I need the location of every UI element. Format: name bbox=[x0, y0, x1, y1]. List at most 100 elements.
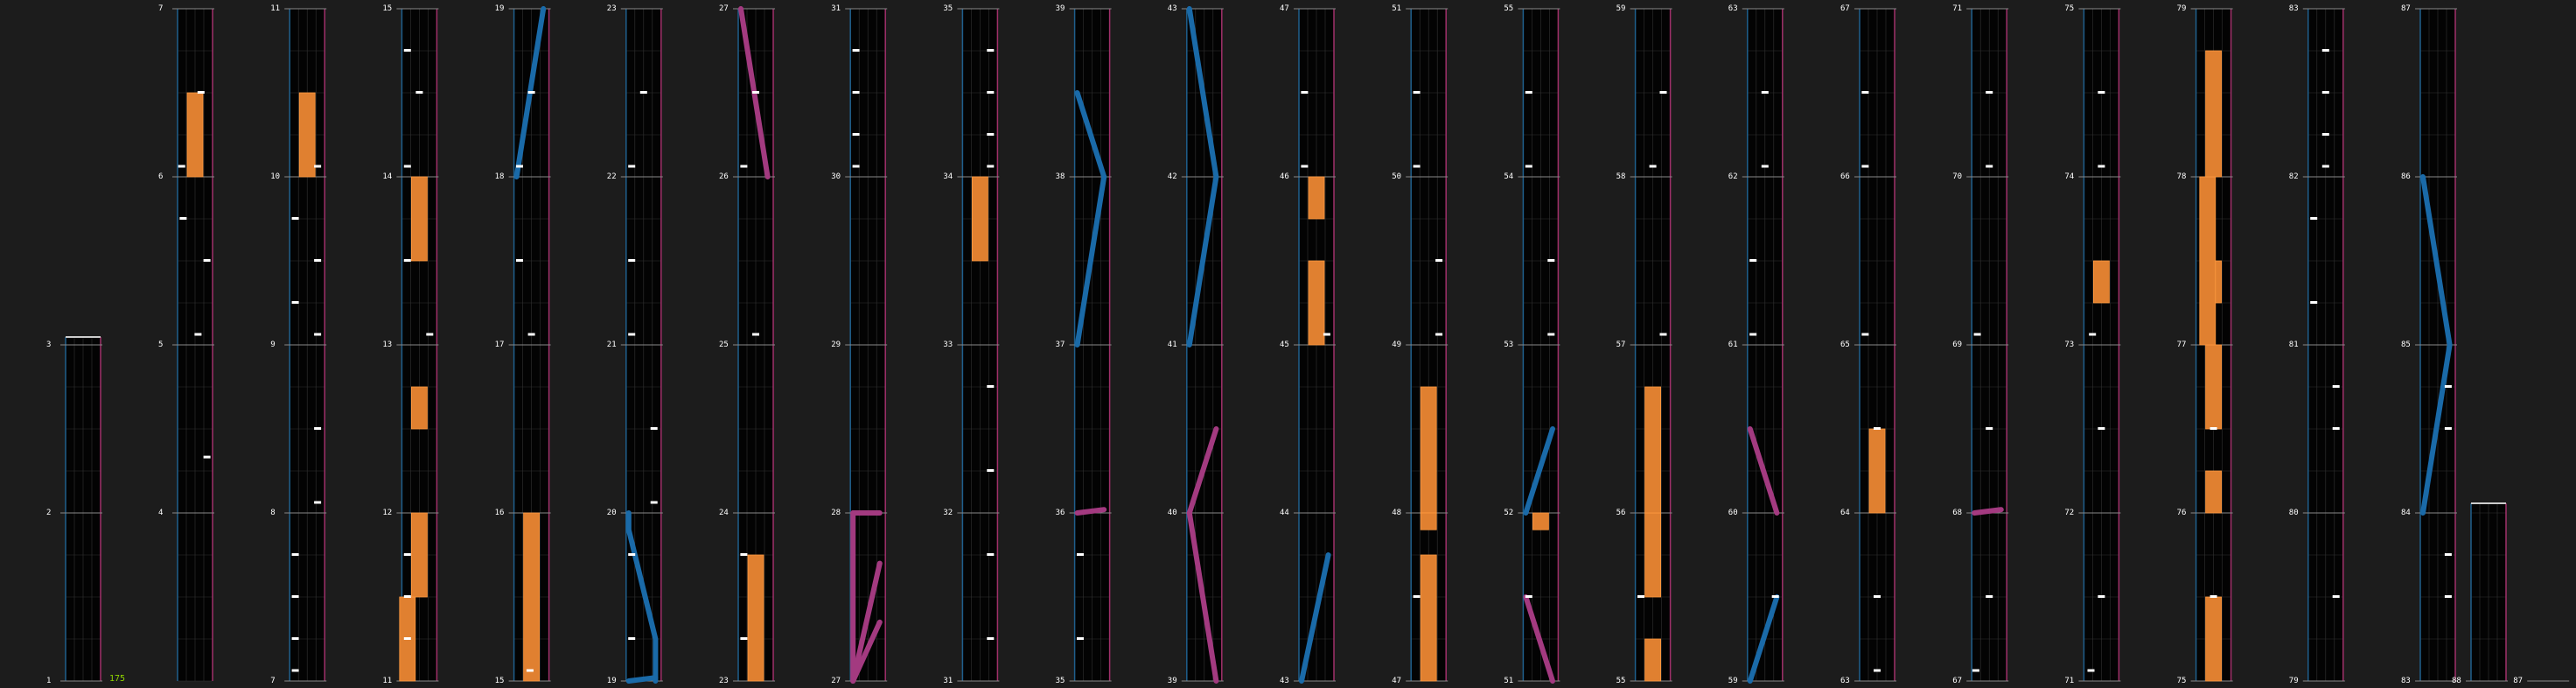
tap-note bbox=[179, 217, 187, 220]
tap-note bbox=[516, 259, 523, 262]
slide-path bbox=[625, 510, 659, 684]
measure-number: 35 bbox=[943, 4, 953, 13]
measure-number: 61 bbox=[1728, 340, 1738, 349]
tap-note bbox=[987, 469, 995, 472]
measure-number: 51 bbox=[1392, 4, 1401, 13]
tap-note bbox=[1301, 165, 1309, 168]
measure-number: 67 bbox=[1840, 4, 1850, 13]
tap-note bbox=[650, 501, 658, 504]
measure-number: 11 bbox=[382, 677, 392, 685]
tap-note bbox=[403, 49, 411, 52]
tap-note bbox=[314, 165, 322, 168]
tap-note bbox=[1749, 259, 1757, 262]
hold-note bbox=[2205, 50, 2223, 178]
measure-number: 5 bbox=[158, 340, 163, 349]
tap-note bbox=[852, 165, 860, 168]
measure-number: 66 bbox=[1840, 172, 1850, 181]
tap-note bbox=[1525, 165, 1532, 168]
tap-note bbox=[203, 455, 211, 459]
tap-note bbox=[1749, 333, 1757, 336]
measure-number: 36 bbox=[1056, 509, 1065, 517]
tap-note bbox=[2098, 595, 2105, 598]
hold-note bbox=[2205, 470, 2223, 514]
tap-note bbox=[987, 133, 995, 136]
measure-number: 6 bbox=[158, 172, 163, 181]
measure-number: 38 bbox=[1056, 172, 1065, 181]
tap-note bbox=[1301, 91, 1309, 94]
measure-number: 30 bbox=[831, 172, 841, 181]
measure-number: 19 bbox=[607, 677, 617, 685]
measure-number: 29 bbox=[831, 340, 841, 349]
measure-number: 79 bbox=[2289, 677, 2299, 685]
tap-note bbox=[1771, 595, 1779, 598]
tap-note bbox=[987, 165, 995, 168]
tap-note bbox=[527, 333, 535, 336]
slide-layer bbox=[513, 6, 2453, 684]
tap-note bbox=[740, 553, 748, 556]
measure-number: 12 bbox=[382, 509, 392, 517]
measure-number: 86 bbox=[2401, 172, 2411, 181]
tap-note bbox=[194, 333, 202, 336]
measure-number: 70 bbox=[1952, 172, 1962, 181]
hold-note bbox=[1644, 386, 1661, 514]
measure-number: 4 bbox=[158, 509, 163, 517]
measure-number: 55 bbox=[1504, 4, 1513, 13]
measure-number: 24 bbox=[719, 509, 729, 517]
measure-number: 2 bbox=[46, 509, 51, 517]
tap-note bbox=[740, 165, 748, 168]
tap-note bbox=[740, 637, 748, 640]
slide-path bbox=[1747, 594, 1780, 684]
tap-note bbox=[1413, 91, 1421, 94]
hold-note bbox=[410, 386, 428, 430]
tap-note bbox=[628, 165, 636, 168]
measure-number: 72 bbox=[2064, 509, 2074, 517]
measure-number: 16 bbox=[495, 509, 505, 517]
tap-note bbox=[2321, 49, 2329, 52]
tap-note bbox=[2332, 385, 2340, 388]
measure-number: 57 bbox=[1616, 340, 1626, 349]
tap-note bbox=[628, 259, 636, 262]
hold-note bbox=[1308, 176, 1325, 220]
hold-note bbox=[410, 176, 428, 262]
tap-note bbox=[527, 91, 535, 94]
measure-number: 23 bbox=[719, 677, 729, 685]
tap-note bbox=[1659, 91, 1667, 94]
slide-path bbox=[1186, 6, 1219, 179]
tap-note bbox=[1861, 91, 1869, 94]
measure-number: 49 bbox=[1392, 340, 1401, 349]
tap-note bbox=[314, 259, 322, 262]
tap-note bbox=[1861, 165, 1869, 168]
slide-path bbox=[1074, 507, 1107, 516]
measure-number: 27 bbox=[719, 4, 729, 13]
tap-note bbox=[1637, 595, 1644, 598]
measure-number: 47 bbox=[1280, 4, 1289, 13]
measure-number: 27 bbox=[831, 677, 841, 685]
measure-number: 52 bbox=[1504, 509, 1513, 517]
measure-number: 59 bbox=[1616, 4, 1626, 13]
slide-path bbox=[1186, 426, 1219, 516]
lane-layer bbox=[60, 8, 2570, 682]
slide-path bbox=[2420, 342, 2453, 516]
measure-number: 76 bbox=[2177, 509, 2187, 517]
tap-note bbox=[1525, 91, 1532, 94]
hold-note bbox=[410, 512, 428, 598]
measure-number: 9 bbox=[270, 340, 275, 349]
measure-number: 28 bbox=[831, 509, 841, 517]
tap-note bbox=[852, 91, 860, 94]
tap-note bbox=[426, 333, 434, 336]
measure-number: 62 bbox=[1728, 172, 1738, 181]
measure-number: 74 bbox=[2064, 172, 2074, 181]
measure-number: 63 bbox=[1728, 4, 1738, 13]
tap-note bbox=[1435, 259, 1443, 262]
measure-number: 65 bbox=[1840, 340, 1850, 349]
measure-number: 33 bbox=[943, 340, 953, 349]
measure-number: 10 bbox=[270, 172, 280, 181]
measure-number: 69 bbox=[1952, 340, 1962, 349]
tap-note bbox=[291, 301, 299, 304]
measure-number: 31 bbox=[943, 677, 953, 685]
tap-note bbox=[1761, 165, 1769, 168]
measure-number: 87 bbox=[2401, 4, 2411, 13]
tap-note bbox=[2098, 91, 2105, 94]
tap-note bbox=[291, 669, 299, 672]
